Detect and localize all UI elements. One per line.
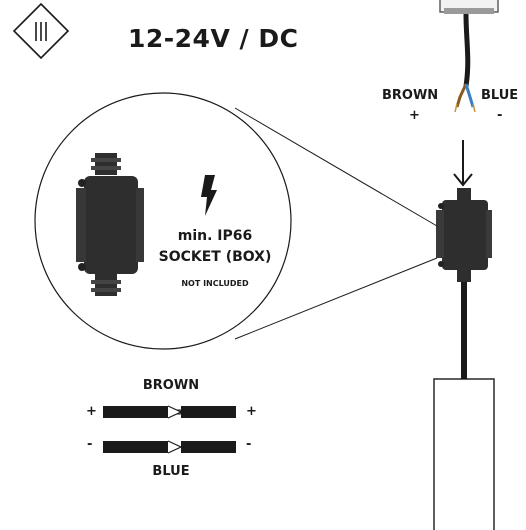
junction-box-large xyxy=(76,153,144,296)
top-brown-sign: + xyxy=(409,108,420,123)
brown-wire-top xyxy=(455,83,468,108)
lightning-bolt-icon xyxy=(201,175,217,216)
junction-box-small xyxy=(436,188,492,282)
brown-left-sign: + xyxy=(86,404,97,419)
fixture-top xyxy=(439,0,499,14)
brown-connection xyxy=(103,405,236,419)
connection-brown-label: BROWN xyxy=(142,378,200,393)
arrow-down-icon xyxy=(453,140,473,187)
voltage-title: 12-24V / DC xyxy=(128,24,299,53)
brown-right-sign: + xyxy=(246,404,257,419)
blue-wire-top xyxy=(464,83,475,108)
top-blue-sign: - xyxy=(497,108,503,123)
socket-rating-label: min. IP66 xyxy=(177,228,253,244)
blue-connection xyxy=(103,440,236,454)
socket-box-label: SOCKET (BOX) xyxy=(158,249,272,265)
top-brown-label: BROWN xyxy=(382,88,439,103)
top-cable xyxy=(463,13,471,87)
blue-left-sign: - xyxy=(87,437,93,452)
top-blue-label: BLUE xyxy=(481,88,519,103)
fixture-bottom xyxy=(433,378,495,530)
not-included-note: NOT INCLUDED xyxy=(181,279,249,288)
blue-right-sign: - xyxy=(246,437,252,452)
zoom-circle xyxy=(34,92,292,350)
connection-blue-label: BLUE xyxy=(152,464,190,479)
class-iii-diamond-icon xyxy=(12,2,70,60)
